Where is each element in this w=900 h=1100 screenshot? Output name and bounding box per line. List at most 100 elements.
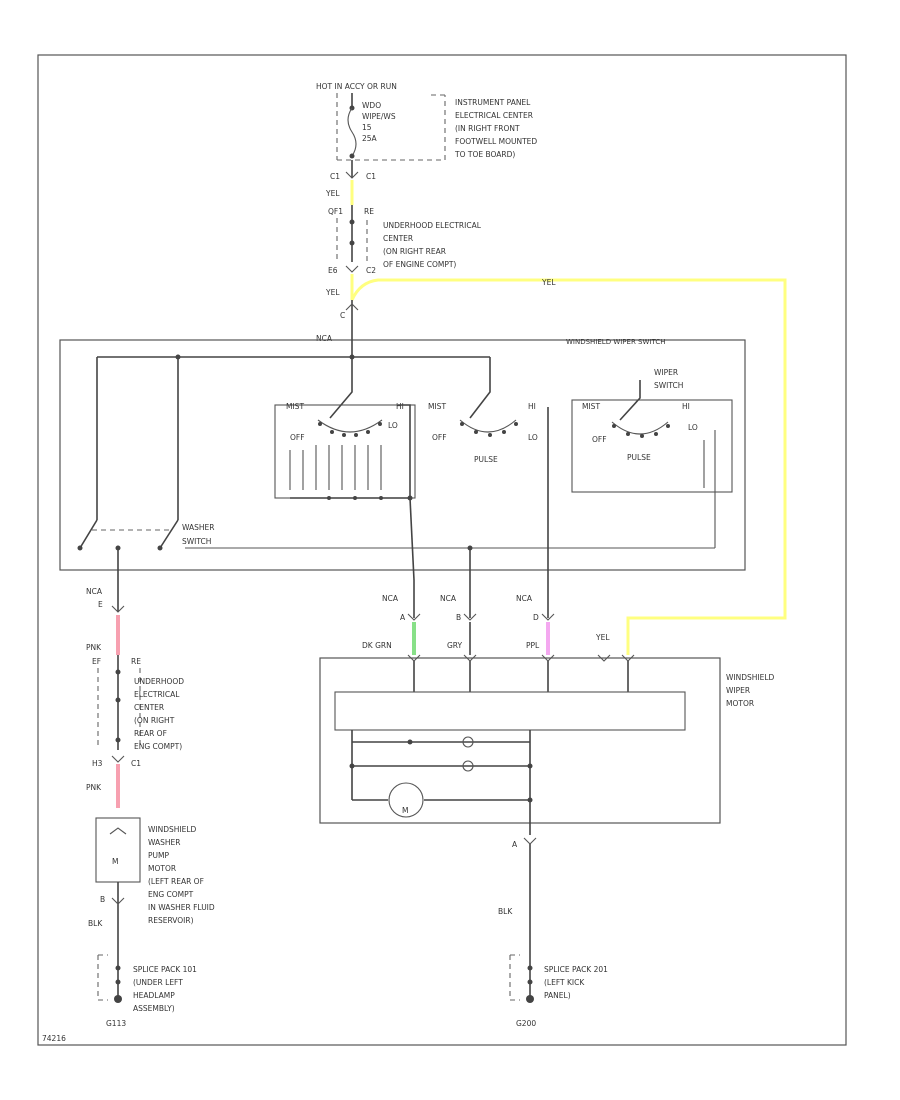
wire-sw1-to-motor <box>409 497 415 581</box>
sw3-lo: LO <box>688 423 698 432</box>
sw2-lo: LO <box>528 433 538 442</box>
splice-101-terminal-2 <box>115 979 121 985</box>
pump-m-label: M <box>112 857 118 866</box>
ground-g200-symbol <box>526 995 534 1003</box>
wiper-motor-line-1: WINDSHIELD <box>726 673 775 682</box>
splice-101-dashed-frame <box>97 954 108 1001</box>
washer-terminal-left <box>77 545 83 551</box>
switch-input-chevron <box>345 303 359 311</box>
sw1-dot-4 <box>354 433 358 437</box>
motor-wire-d-color: PPL <box>526 641 540 650</box>
motor-m: M <box>402 806 408 815</box>
sw2-dot-5 <box>514 422 518 426</box>
motor-internal-leads <box>413 661 629 692</box>
splice-101-line-1: SPLICE PACK 101 <box>133 965 197 974</box>
left-underhood-terminal-1 <box>115 669 121 675</box>
sw1-dot-3 <box>342 433 346 437</box>
sw1-contact-blade <box>329 357 353 419</box>
switch-nca: NCA <box>316 334 333 343</box>
wiper-motor-box <box>319 657 721 824</box>
left-underhood-line-4: (ON RIGHT <box>134 716 175 725</box>
sw2-pulse: PULSE <box>474 455 498 464</box>
switch-pin-c: C <box>340 311 345 320</box>
sw3-hi: HI <box>682 402 690 411</box>
c2-connector-chevron <box>345 265 359 273</box>
washer-switch-label-1: WASHER <box>182 523 215 532</box>
wiper-switch-title: WINDSHIELD WIPER SWITCH <box>566 338 666 346</box>
motor-b-chevron <box>463 613 477 621</box>
pump-line-5: (LEFT REAR OF <box>148 877 204 886</box>
sw3-dot-5 <box>666 424 670 428</box>
fuse-name-3: 15 <box>362 123 372 132</box>
left-underhood-line-2: ELECTRICAL <box>134 690 180 699</box>
motor-node-3 <box>527 763 533 769</box>
wiper-motor-module <box>334 691 686 731</box>
c2-pin: E6 <box>328 266 338 275</box>
sw3-dot-1 <box>612 424 616 428</box>
motor-wire-d-pin: D <box>533 613 539 622</box>
sw1-dot-1 <box>318 422 322 426</box>
motor-d-chevron <box>541 613 555 621</box>
pump-line-8: RESERVOIR) <box>148 916 194 925</box>
sw3-mist: MIST <box>582 402 600 411</box>
motor-extra-input-chevron <box>597 654 611 662</box>
pump-line-2: WASHER <box>148 838 181 847</box>
motor-ground-pin: A <box>512 840 518 849</box>
left-nca: NCA <box>86 587 103 596</box>
motor-node-2 <box>349 763 355 769</box>
washer-terminal-right <box>157 545 163 551</box>
sw1-dot-6 <box>378 422 382 426</box>
fuse-element <box>347 107 357 157</box>
sw2-dot-3 <box>488 433 492 437</box>
pump-output-chevron <box>111 897 125 905</box>
splice-201-line-1: SPLICE PACK 201 <box>544 965 608 974</box>
sw3-dot-3 <box>640 434 644 438</box>
c1-label: C1 <box>366 172 376 181</box>
motor-brush-2 <box>462 760 474 772</box>
wire-yel-2-label: YEL <box>325 288 340 297</box>
splice-101-terminal-1 <box>115 965 121 971</box>
sw2-dot-2 <box>474 430 478 434</box>
c1-pin: C1 <box>330 172 340 181</box>
fuse-name-1: WDO <box>362 101 381 110</box>
fuse-location-3: (IN RIGHT FRONT <box>455 124 520 133</box>
wire-pnk-2-label: PNK <box>86 783 102 792</box>
motor-ground-wire: BLK <box>498 907 513 916</box>
sw1-off: OFF <box>290 433 305 442</box>
sw2-mist: MIST <box>428 402 446 411</box>
fuse-location-4: FOOTWELL MOUNTED <box>455 137 537 146</box>
fuse-dashed-frame <box>336 93 446 161</box>
pump-line-4: MOTOR <box>148 864 176 873</box>
motor-wire-a-pin: A <box>400 613 406 622</box>
underhood-top-terminal-1 <box>349 219 355 225</box>
washer-switch-label-2: SWITCH <box>182 537 211 546</box>
wiper-motor-line-2: WIPER <box>726 686 750 695</box>
left-conn-pin: H3 <box>92 759 103 768</box>
splice-201-line-3: PANEL) <box>544 991 571 1000</box>
sw1-dot-5 <box>366 430 370 434</box>
sw1-hi-wire <box>398 404 411 498</box>
left-underhood-conn: RE <box>131 657 141 666</box>
pump-line-1: WINDSHIELD <box>148 825 197 834</box>
wire-pnk-1-label: PNK <box>86 643 102 652</box>
underhood-top-line-1: UNDERHOOD ELECTRICAL <box>383 221 482 230</box>
motor-brush-1 <box>462 736 474 748</box>
sw3-arc <box>611 421 669 435</box>
sw1-hi: HI <box>396 402 404 411</box>
pump-line-3: PUMP <box>148 851 169 860</box>
motor-wire-b-pin: B <box>456 613 461 622</box>
underhood-top-conn: RE <box>364 207 374 216</box>
motor-wire-yel-color: YEL <box>595 633 610 642</box>
underhood-top-line-3: (ON RIGHT REAR <box>383 247 446 256</box>
sw1-dot-2 <box>330 430 334 434</box>
diagram-id: 74216 <box>42 1034 66 1043</box>
sw1-lo: LO <box>388 421 398 430</box>
motor-wire-d-nca: NCA <box>516 594 533 603</box>
underhood-top-terminal-2 <box>349 240 355 246</box>
fuse-location-1: INSTRUMENT PANEL <box>455 98 531 107</box>
fuse-location-5: TO TOE BOARD) <box>454 150 515 159</box>
sw1-bus-dot-1 <box>327 496 331 500</box>
left-wire-blk: BLK <box>88 919 103 928</box>
c2-label: C2 <box>366 266 376 275</box>
